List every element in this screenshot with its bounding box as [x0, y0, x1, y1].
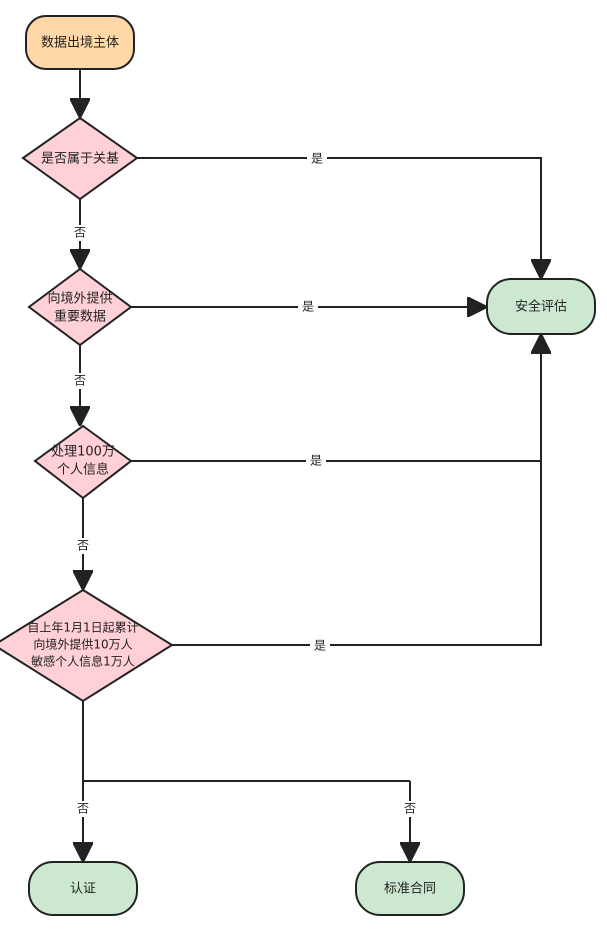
edge-label-yes-q3: 是 [310, 454, 322, 468]
edge-label-no-certify: 否 [77, 802, 89, 816]
edge-label-no-contract: 否 [404, 802, 416, 816]
nodes: 数据出境主体 是否属于关基 向境外提供 重要数据 处理100万 个人信息 自上年… [0, 15, 596, 916]
edge-label-no-q1: 否 [74, 226, 86, 240]
node-q3-line-2: 个人信息 [57, 462, 109, 478]
node-q3-line-1: 处理100万 [51, 445, 115, 460]
edge-label-no-q3: 否 [77, 539, 89, 553]
node-assess [486, 278, 596, 335]
node-q1-label: 是否属于关基 [41, 152, 119, 167]
edge-label-yes-q4: 是 [314, 639, 326, 653]
edge-q3-assess-yes [131, 336, 541, 462]
node-certify-label: 认证 [70, 882, 96, 897]
node-q2-line-2: 重要数据 [54, 309, 106, 325]
node-q2-line-1: 向境外提供 [47, 291, 112, 307]
edge-label-yes-q1: 是 [311, 152, 323, 166]
node-q4-line-3: 敏感个人信息1万人 [31, 654, 135, 669]
edge-label-yes-q2: 是 [302, 300, 314, 314]
edge-q4-assess-yes [172, 461, 542, 646]
node-q3 [33, 424, 133, 500]
node-contract [355, 861, 465, 916]
edge-label-no-q2: 否 [74, 374, 86, 388]
node-assess-label: 安全评估 [515, 299, 567, 315]
node-q4 [0, 588, 174, 703]
node-start [25, 15, 135, 70]
edge-labels: 是 否 是 否 是 否 是 否 否 [70, 150, 420, 817]
edge-q4-split [82, 701, 410, 782]
node-certify [28, 861, 138, 916]
node-start-label: 数据出境主体 [41, 36, 119, 51]
node-q4-line-1: 自上年1月1日起累计 [27, 621, 138, 635]
edge-q1-assess-yes [137, 157, 541, 277]
node-q1 [21, 116, 139, 201]
edges [80, 69, 541, 860]
node-q4-line-2: 向境外提供10万人 [33, 637, 132, 652]
node-contract-label: 标准合同 [384, 882, 436, 897]
node-q2 [27, 267, 133, 347]
